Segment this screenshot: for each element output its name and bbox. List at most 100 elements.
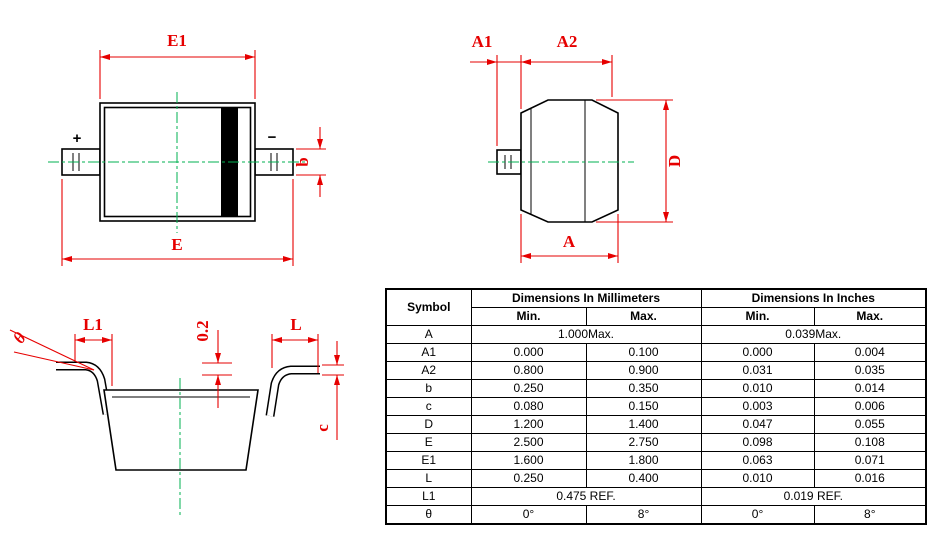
value-cell: 0.019 REF.	[700, 487, 927, 506]
a1-label: A1	[472, 32, 493, 51]
value-cell: 8°	[813, 505, 927, 525]
a-label: A	[563, 232, 576, 251]
value-cell: 0.900	[585, 361, 702, 380]
symbol-cell: A1	[385, 343, 472, 362]
value-cell: 0.800	[470, 361, 587, 380]
symbol-cell: L1	[385, 487, 472, 506]
symbol-cell: A2	[385, 361, 472, 380]
symbol-cell: θ	[385, 505, 472, 525]
value-cell: 0°	[470, 505, 587, 525]
in-max-header: Max.	[813, 307, 927, 326]
offset-label: 0.2	[193, 320, 212, 341]
value-cell: 0.400	[585, 469, 702, 488]
value-cell: 0.055	[813, 415, 927, 434]
side-body-outline	[520, 99, 619, 223]
value-cell: 0.000	[700, 343, 815, 362]
value-cell: 0.250	[470, 469, 587, 488]
value-cell: 0.250	[470, 379, 587, 398]
value-cell: 1.800	[585, 451, 702, 470]
l1-label: L1	[83, 315, 103, 334]
value-cell: 0.014	[813, 379, 927, 398]
d-label: D	[665, 155, 684, 167]
e1-label: E1	[167, 31, 187, 50]
symbol-cell: L	[385, 469, 472, 488]
value-cell: 1.400	[585, 415, 702, 434]
value-cell: 0.035	[813, 361, 927, 380]
profile-right-lead-inner	[267, 367, 320, 417]
a-dimension: A	[520, 214, 619, 263]
value-cell: 0.010	[700, 469, 815, 488]
value-cell: 0.350	[585, 379, 702, 398]
value-cell: 2.750	[585, 433, 702, 452]
millimeters-header: Dimensions In Millimeters	[470, 288, 702, 308]
side-view: A1 A2 D A	[470, 32, 684, 263]
value-cell: 0.016	[813, 469, 927, 488]
e-dimension: E	[61, 179, 294, 266]
symbol-cell: D	[385, 415, 472, 434]
offset-dimension: 0.2	[193, 320, 232, 408]
in-min-header: Min.	[700, 307, 815, 326]
inches-header: Dimensions In Inches	[700, 288, 927, 308]
a2-label: A2	[557, 32, 578, 51]
value-cell: 0.000	[470, 343, 587, 362]
symbol-cell: E	[385, 433, 472, 452]
value-cell: 0.100	[585, 343, 702, 362]
value-cell: 0.071	[813, 451, 927, 470]
l1-dimension: L1	[74, 315, 113, 386]
minus-mark: −	[268, 129, 277, 146]
value-cell: 0.003	[700, 397, 815, 416]
d-dimension: D	[596, 99, 684, 223]
value-cell: 0.108	[813, 433, 927, 452]
c-label: c	[313, 424, 332, 432]
e-label: E	[171, 235, 182, 254]
value-cell: 0.004	[813, 343, 927, 362]
value-cell: 2.500	[470, 433, 587, 452]
value-cell: 0.098	[700, 433, 815, 452]
e1-dimension: E1	[99, 31, 256, 99]
value-cell: 0.031	[700, 361, 815, 380]
value-cell: 0.047	[700, 415, 815, 434]
value-cell: 1.600	[470, 451, 587, 470]
symbol-cell: E1	[385, 451, 472, 470]
mm-max-header: Max.	[585, 307, 702, 326]
value-cell: 8°	[585, 505, 702, 525]
plus-mark: +	[73, 130, 82, 147]
mm-min-header: Min.	[470, 307, 587, 326]
symbol-cell: c	[385, 397, 472, 416]
value-cell: 0.006	[813, 397, 927, 416]
symbol-cell: b	[385, 379, 472, 398]
l-dimension: L	[271, 315, 319, 373]
profile-body-outline	[103, 389, 259, 471]
profile-view: θ L1 0.2 L	[9, 315, 344, 517]
front-view: + − E1 E b	[48, 31, 326, 266]
value-cell: 0.010	[700, 379, 815, 398]
value-cell: 0.063	[700, 451, 815, 470]
value-cell: 0.080	[470, 397, 587, 416]
value-cell: 0°	[700, 505, 815, 525]
table-header-row: Symbol Dimensions In Millimeters Dimensi…	[385, 288, 927, 326]
symbol-cell: A	[385, 325, 472, 344]
c-dimension: c	[313, 341, 344, 440]
value-cell: 0.150	[585, 397, 702, 416]
value-cell: 0.475 REF.	[470, 487, 702, 506]
value-cell: 0.039Max.	[700, 325, 927, 344]
dimensions-table: Symbol Dimensions In Millimeters Dimensi…	[385, 288, 928, 525]
value-cell: 1.000Max.	[470, 325, 702, 344]
l-label: L	[290, 315, 301, 334]
a1-a2-dimension: A1 A2	[470, 32, 613, 146]
symbol-header: Symbol	[385, 288, 472, 326]
theta-label: θ	[9, 329, 30, 347]
